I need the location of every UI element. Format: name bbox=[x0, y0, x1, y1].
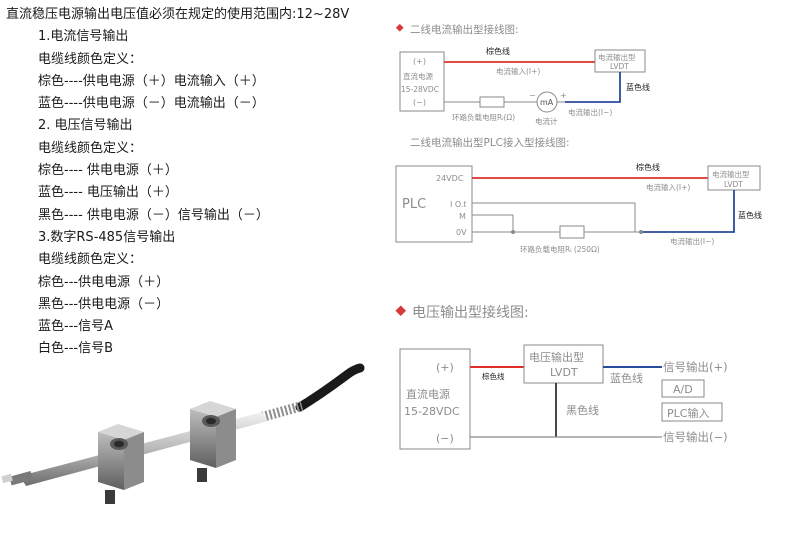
brown-wire-label: 棕色线 bbox=[482, 371, 505, 381]
meter-symbol: mA bbox=[540, 98, 554, 107]
diagram-plc-current: 二线电流输出型PLC接入型接线图: PLC 24VDC I O.t M 0V 棕… bbox=[395, 136, 762, 254]
section-rs485-title: 3.数字RS-485信号输出 bbox=[38, 229, 176, 245]
rs485-blue-def: 蓝色---信号A bbox=[38, 319, 113, 335]
diagram-voltage-output: 电压输出型接线图: (+) 直流电源 15-28VDC (−) 棕色线 电压输出… bbox=[395, 304, 728, 450]
rs485-white-def: 白色---信号B bbox=[38, 341, 113, 357]
current-in-label: 电流输入(I+) bbox=[496, 66, 540, 76]
ad-label: A/D bbox=[673, 383, 693, 396]
cable-spring bbox=[260, 401, 304, 422]
lvdt-box bbox=[523, 344, 604, 384]
loop-resistor-label: 环路负载电阻Rₗ(Ω) bbox=[452, 112, 515, 122]
supply-range-label: 15-28VDC bbox=[404, 405, 460, 418]
supply-range-label: 15-28VDC bbox=[401, 85, 439, 94]
cable-definitions: 直流稳压电源输出电压值必须在规定的使用范围内:12~28V 1.电流信号输出 电… bbox=[0, 4, 380, 361]
plc-24vdc-label: 24VDC bbox=[436, 174, 464, 183]
rs485-brown-def: 棕色---供电电源（＋） bbox=[38, 274, 170, 290]
lvdt-type-label: 电压输出型 bbox=[529, 350, 584, 364]
cable-color-def-label: 电缆线颜色定义： bbox=[38, 140, 143, 156]
diagram3-title: 电压输出型接线图: bbox=[412, 304, 529, 321]
signal-out-plus-label: 信号输出(+) bbox=[663, 360, 728, 374]
loop-resistor-label: 环路负载电阻Rₗ (250Ω) bbox=[520, 244, 600, 254]
wiring-diagrams: 二线电流输出型接线图: (+) 直流电源 15-28VDC (−) 棕色线 电流… bbox=[395, 23, 762, 450]
diagram2-title: 二线电流输出型PLC接入型接线图: bbox=[410, 136, 570, 149]
section-current-title: 1.电流信号输出 bbox=[38, 29, 129, 45]
section-voltage-title: 2. 电压信号输出 bbox=[38, 118, 133, 134]
sensor-cable bbox=[295, 363, 365, 412]
current-brown-def: 棕色----供电电源（＋）电流输入（＋） bbox=[38, 73, 265, 89]
supply-name-label: 直流电源 bbox=[403, 71, 433, 81]
power-supply-box bbox=[399, 51, 445, 112]
meter-plus: + bbox=[560, 91, 567, 100]
lvdt-sensor-image bbox=[1, 363, 365, 504]
current-out-label: 电流输出(I−) bbox=[568, 107, 612, 117]
blue-wire-label: 蓝色线 bbox=[610, 371, 643, 385]
plc-label: PLC bbox=[402, 197, 426, 212]
lvdt-type-label: 电流输出型 bbox=[598, 52, 636, 62]
plc-iot-label: I O.t bbox=[450, 200, 467, 209]
lvdt-label: LVDT bbox=[724, 180, 743, 189]
voltage-range-note: 直流稳压电源输出电压值必须在规定的使用范围内:12~28V bbox=[6, 7, 350, 22]
blue-wire bbox=[641, 190, 735, 233]
current-blue-def: 蓝色----供电电源（－）电流输出（－） bbox=[38, 96, 265, 112]
voltage-blue-def: 蓝色---- 电压输出（＋） bbox=[38, 185, 178, 201]
diagram-two-wire-current: 二线电流输出型接线图: (+) 直流电源 15-28VDC (−) 棕色线 电流… bbox=[395, 23, 650, 126]
lvdt-label: LVDT bbox=[550, 366, 578, 379]
supply-minus-label: (−) bbox=[436, 432, 454, 445]
loop-resistor bbox=[559, 225, 585, 239]
plc-0v-label: 0V bbox=[456, 228, 467, 237]
voltage-brown-def: 棕色---- 供电电源（＋） bbox=[38, 163, 178, 179]
return-wire bbox=[512, 215, 560, 233]
current-in-label: 电流输入(I+) bbox=[646, 182, 690, 192]
current-out-label: 电流输出(I−) bbox=[670, 236, 714, 246]
meter-name-label: 电流计 bbox=[535, 116, 558, 126]
supply-minus-label: (−) bbox=[413, 98, 426, 107]
lvdt-type-label: 电流输出型 bbox=[712, 169, 750, 179]
supply-plus-label: (+) bbox=[436, 361, 454, 374]
voltage-black-def: 黑色---- 供电电源（－）信号输出（－） bbox=[38, 207, 269, 223]
cable-color-def-label: 电缆线颜色定义： bbox=[38, 252, 143, 268]
black-wire-label: 黑色线 bbox=[566, 403, 599, 417]
probe-tip bbox=[9, 471, 33, 486]
diagram1-title: 二线电流输出型接线图: bbox=[410, 23, 519, 36]
plc-input-box bbox=[661, 402, 723, 422]
rs485-black-def: 黑色---供电电源（－） bbox=[38, 296, 170, 312]
mount-block-right bbox=[190, 401, 236, 482]
supply-name-label: 直流电源 bbox=[406, 387, 450, 401]
loop-resistor bbox=[479, 96, 505, 108]
title-bullet bbox=[395, 305, 407, 317]
blue-wire bbox=[565, 72, 621, 103]
mount-block-left bbox=[98, 424, 144, 504]
meter-minus: − bbox=[529, 91, 536, 100]
blue-wire-label: 蓝色线 bbox=[738, 210, 762, 220]
title-bullet bbox=[395, 23, 404, 32]
brown-wire-label: 棕色线 bbox=[636, 162, 660, 172]
plc-input-label: PLC输入 bbox=[667, 406, 709, 420]
plc-box bbox=[395, 165, 473, 243]
blue-wire-label: 蓝色线 bbox=[626, 82, 650, 92]
cable-color-def-label: 电缆线颜色定义： bbox=[38, 51, 143, 67]
supply-plus-label: (+) bbox=[413, 57, 426, 66]
lvdt-label: LVDT bbox=[610, 62, 629, 71]
ad-box bbox=[661, 379, 705, 398]
plc-m-label: M bbox=[459, 212, 466, 221]
brown-wire-label: 棕色线 bbox=[486, 46, 510, 56]
power-supply-box bbox=[399, 348, 471, 450]
iot-m-wire bbox=[472, 202, 636, 232]
signal-out-minus-label: 信号输出(−) bbox=[663, 430, 728, 444]
